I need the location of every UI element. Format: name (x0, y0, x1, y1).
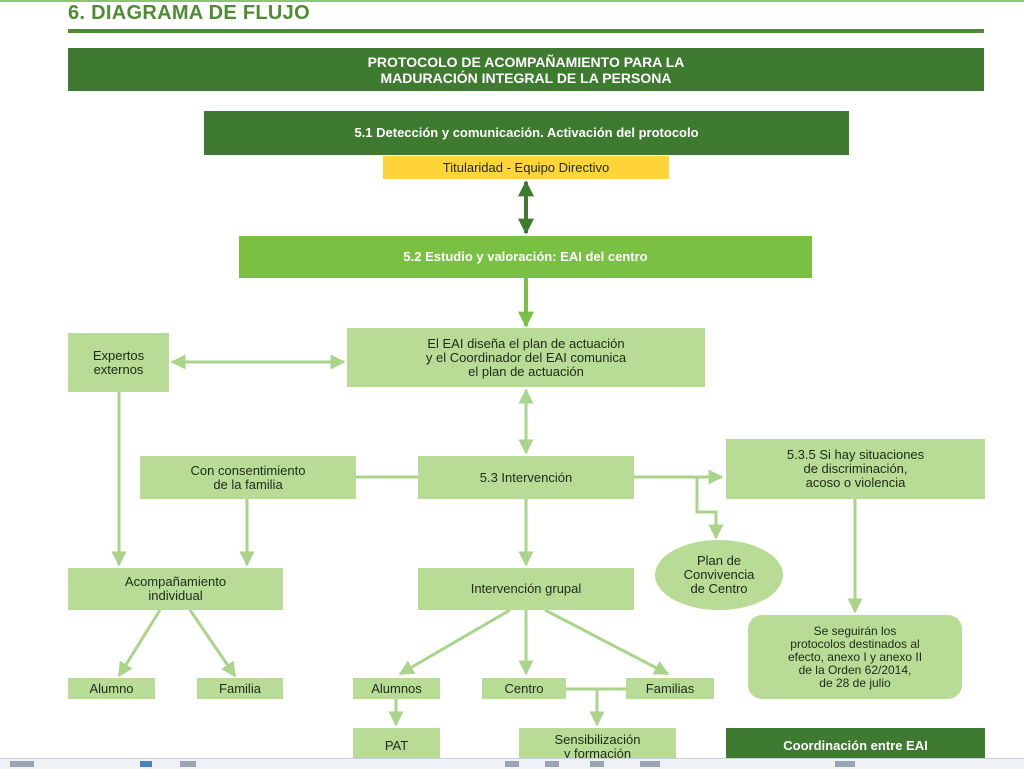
taskbar (0, 758, 1024, 769)
arrow-grupal-alumnos (398, 608, 511, 676)
node-estudio: 5.2 Estudio y valoración: EAI del centro (239, 236, 812, 278)
taskbar-icon[interactable] (640, 761, 660, 767)
node-plan-convivencia: Plan de Convivencia de Centro (655, 540, 783, 610)
top-rule (0, 0, 1024, 2)
node-centro: Centro (482, 678, 566, 699)
arrow-to-plan-convivencia (695, 477, 724, 540)
taskbar-icon[interactable] (545, 761, 559, 767)
node-intervencion-grupal: Intervención grupal (418, 568, 634, 610)
node-familia: Familia (197, 678, 283, 699)
node-intervencion: 5.3 Intervención (418, 456, 634, 499)
taskbar-icon[interactable] (505, 761, 519, 767)
taskbar-icon[interactable] (590, 761, 604, 767)
section-title: 6. DIAGRAMA DE FLUJO (68, 2, 310, 24)
arrow-grupal-familias (544, 608, 670, 676)
node-consentimiento: Con consentimiento de la familia (140, 456, 356, 499)
node-titularidad: Titularidad - Equipo Directivo (383, 156, 669, 179)
node-expertos: Expertos externos (68, 333, 169, 392)
protocol-banner: PROTOCOLO DE ACOMPAÑAMIENTO PARA LA MADU… (68, 48, 984, 91)
node-deteccion: 5.1 Detección y comunicación. Activación… (204, 111, 849, 155)
title-underline (68, 29, 984, 33)
taskbar-icon[interactable] (180, 761, 196, 767)
node-protocolos: Se seguirán los protocolos destinados al… (748, 615, 962, 699)
arrow-acomp-familia (188, 609, 237, 678)
node-discriminacion: 5.3.5 Si hay situaciones de discriminaci… (726, 439, 985, 499)
node-alumno: Alumno (68, 678, 155, 699)
taskbar-icon[interactable] (835, 761, 855, 767)
node-acompanamiento: Acompañamiento individual (68, 568, 283, 610)
taskbar-icon[interactable] (10, 761, 34, 767)
arrow-acomp-alumno (117, 609, 162, 678)
node-alumnos: Alumnos (353, 678, 440, 699)
node-eai-disena: El EAI diseña el plan de actuación y el … (347, 328, 705, 387)
node-familias: Familias (626, 678, 714, 699)
taskbar-icon[interactable] (140, 761, 152, 767)
